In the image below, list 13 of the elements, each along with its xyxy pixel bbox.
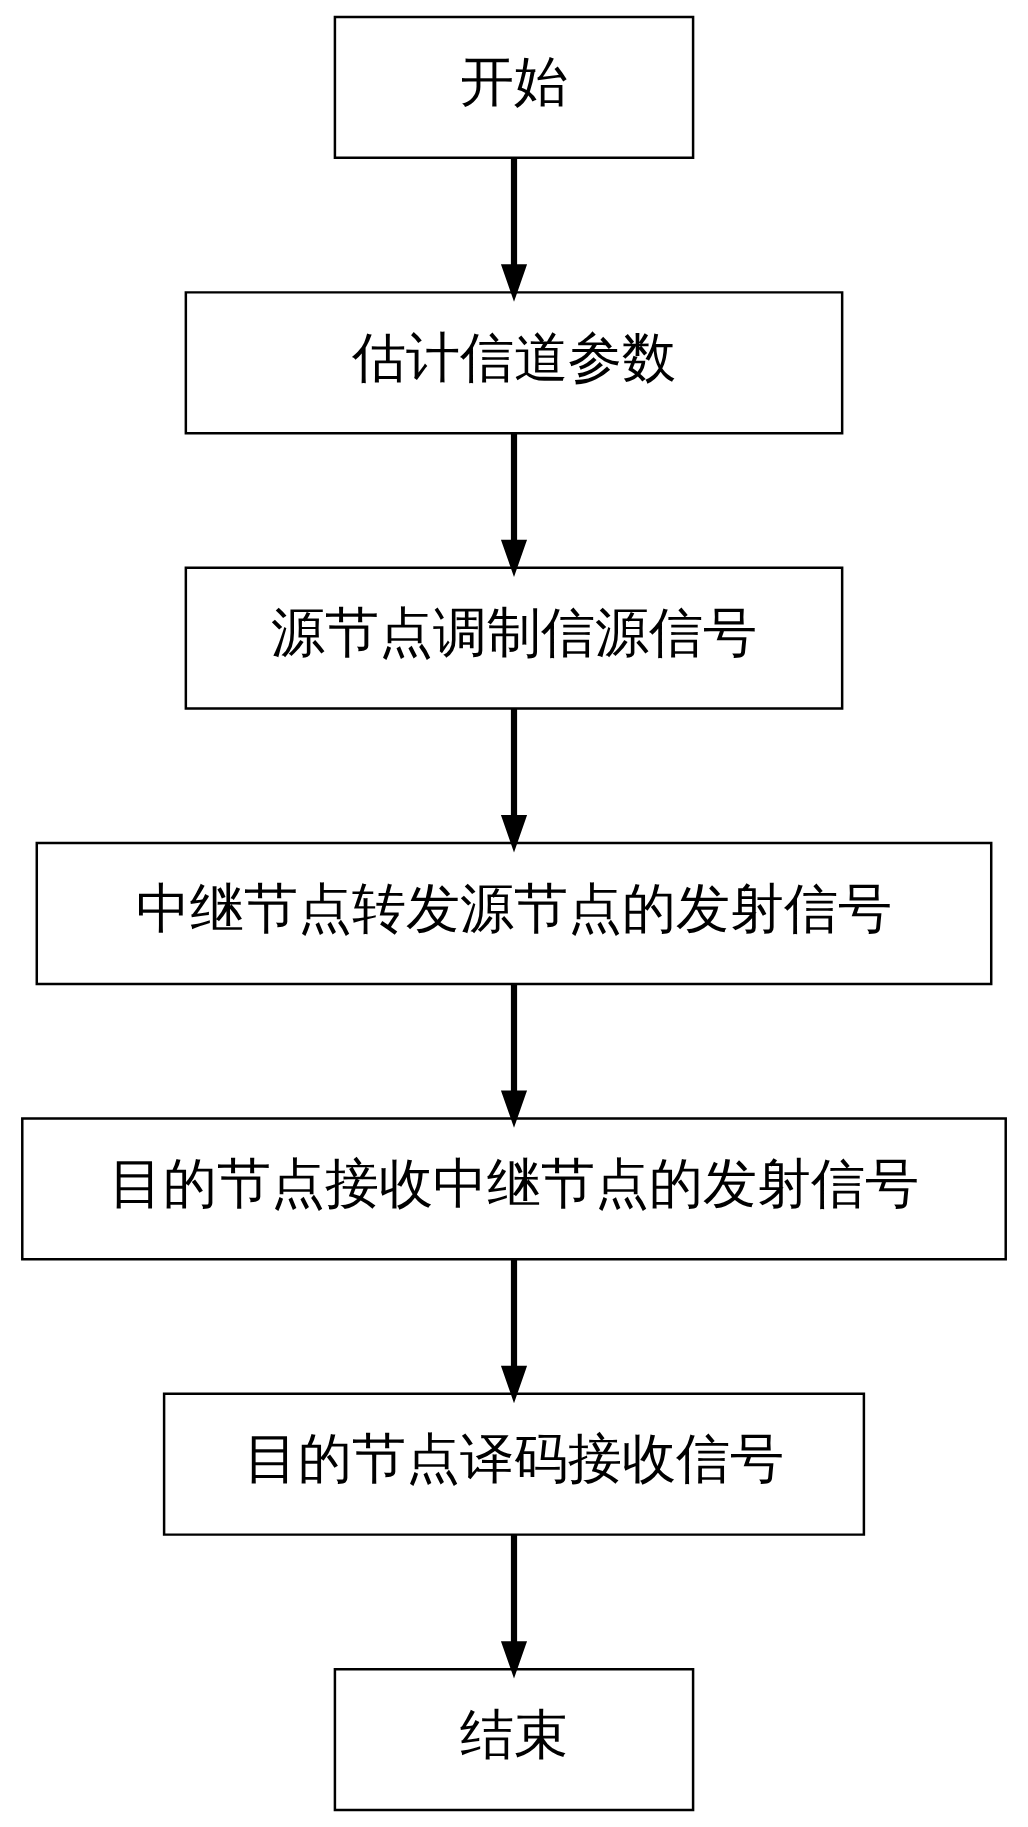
arrow xyxy=(500,708,528,853)
node-box: 中继节点转发源节点的发射信号 xyxy=(35,841,993,986)
arrow xyxy=(500,1259,528,1404)
arrow xyxy=(500,1534,528,1679)
node-box: 开始 xyxy=(333,15,695,160)
node-box: 结束 xyxy=(333,1667,695,1812)
node-box: 估计信道参数 xyxy=(184,291,844,435)
arrow xyxy=(500,433,528,578)
node-box: 目的节点接收中继节点的发射信号 xyxy=(21,1117,1007,1261)
arrow xyxy=(500,157,528,302)
arrow xyxy=(500,984,528,1128)
node-box: 目的节点译码接收信号 xyxy=(162,1392,866,1536)
node-box: 源节点调制信源信号 xyxy=(184,566,844,710)
